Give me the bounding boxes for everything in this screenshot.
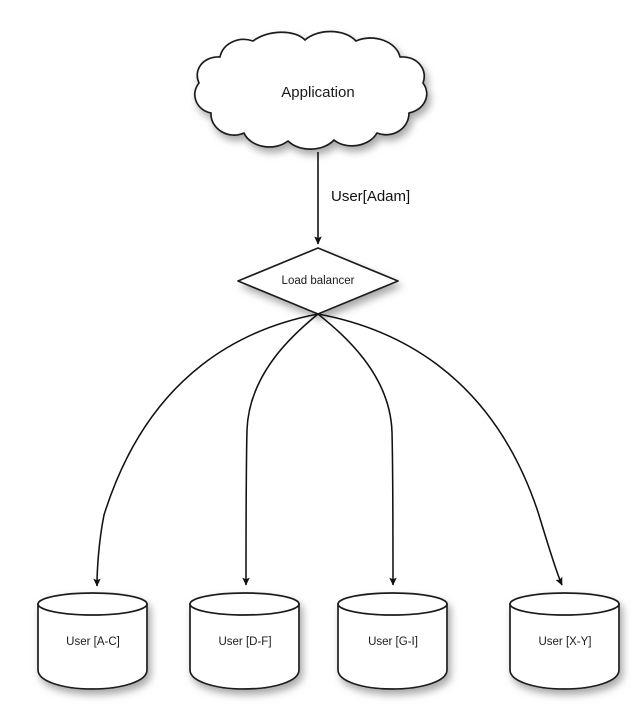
- node-shard-cylinder-2[interactable]: [189, 592, 300, 690]
- node-shard-cylinder-1[interactable]: [37, 592, 148, 690]
- edge-loadbalancer-to-shard-3: [317, 313, 397, 586]
- node-shard-cylinder-3[interactable]: [337, 592, 448, 690]
- edge-loadbalancer-to-shard-1: [93, 313, 319, 587]
- edge-loadbalancer-to-shard-4: [317, 313, 563, 586]
- node-shard-cylinder-4[interactable]: [509, 592, 620, 690]
- node-load-balancer-diamond[interactable]: [237, 247, 399, 315]
- node-application-cloud[interactable]: [194, 30, 428, 150]
- edge-loadbalancer-to-shard-2: [242, 313, 319, 586]
